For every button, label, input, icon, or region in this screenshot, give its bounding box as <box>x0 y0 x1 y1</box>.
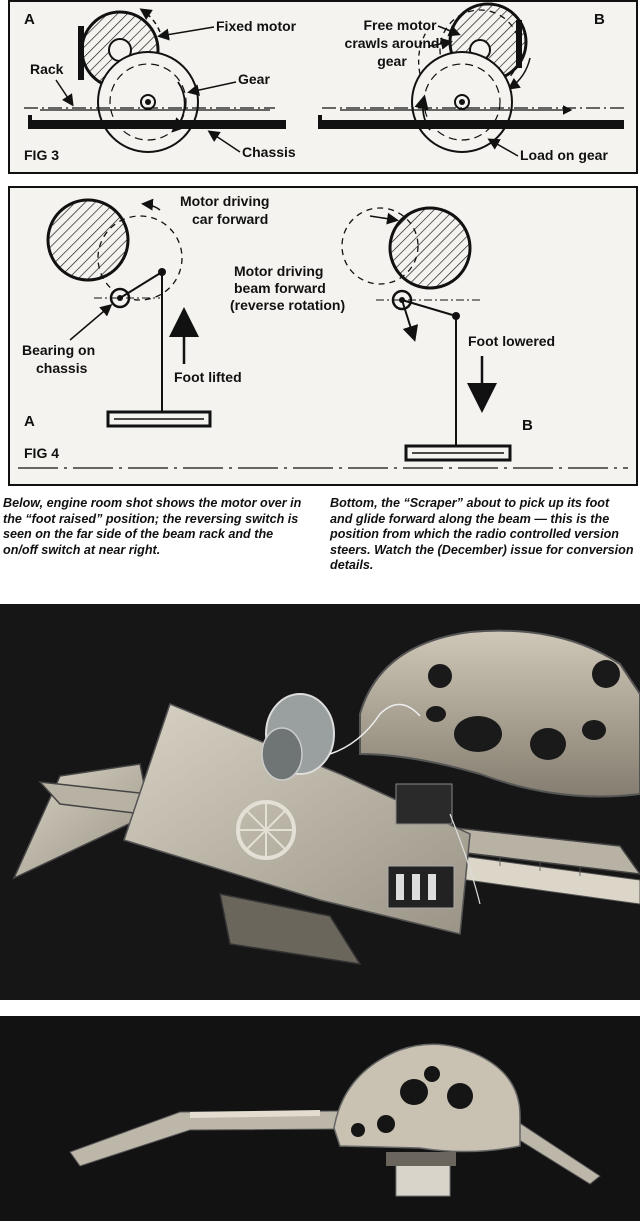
label-motor-beam-2: beam forward <box>234 280 326 296</box>
label-free-motor-2: crawls around <box>345 35 440 51</box>
fig4-panel-b: B <box>522 417 533 434</box>
label-fixed-motor: Fixed motor <box>216 18 297 34</box>
engine-room-illustration <box>0 604 640 1000</box>
motor-b <box>342 208 470 288</box>
label-foot-lowered: Foot lowered <box>468 333 555 349</box>
fig3-panel-a: A <box>24 11 35 28</box>
label-motor-car-2: car forward <box>192 211 268 227</box>
label-free-motor-1: Free motor <box>363 17 437 33</box>
scraper-photo <box>0 1016 640 1221</box>
label-motor-beam-1: Motor driving <box>234 263 323 279</box>
fig4-drawing: Motor driving car forward Bearing on cha… <box>10 188 636 484</box>
caption-left: Below, engine room shot shows the motor … <box>3 496 308 558</box>
fig3-panel-b: B <box>594 11 605 28</box>
label-free-motor-3: gear <box>377 53 407 69</box>
linkage-a <box>94 268 210 426</box>
gear-a <box>98 52 198 152</box>
fig3-drawing: A B Fixed motor Rack Gear <box>10 2 636 172</box>
label-bearing-2: chassis <box>36 360 88 376</box>
scraper-illustration <box>0 1016 640 1221</box>
label-gear: Gear <box>238 71 270 87</box>
fig4-diagram: Motor driving car forward Bearing on cha… <box>8 186 638 486</box>
fig4-panel-a: A <box>24 413 35 430</box>
label-motor-car-1: Motor driving <box>180 193 269 209</box>
caption-right: Bottom, the “Scraper” about to pick up i… <box>330 496 635 574</box>
label-chassis: Chassis <box>242 144 296 160</box>
label-rack: Rack <box>30 61 64 77</box>
engine-room-photo <box>0 604 640 1000</box>
label-motor-beam-3: (reverse rotation) <box>230 297 345 313</box>
label-bearing-1: Bearing on <box>22 342 95 358</box>
gear-b <box>412 52 512 152</box>
label-load-on-gear: Load on gear <box>520 147 608 163</box>
linkage-b <box>376 291 510 460</box>
label-foot-lifted: Foot lifted <box>174 369 242 385</box>
fig3-label: FIG 3 <box>24 147 59 163</box>
fig3-diagram: A B Fixed motor Rack Gear <box>8 0 638 174</box>
fig4-label: FIG 4 <box>24 445 59 461</box>
